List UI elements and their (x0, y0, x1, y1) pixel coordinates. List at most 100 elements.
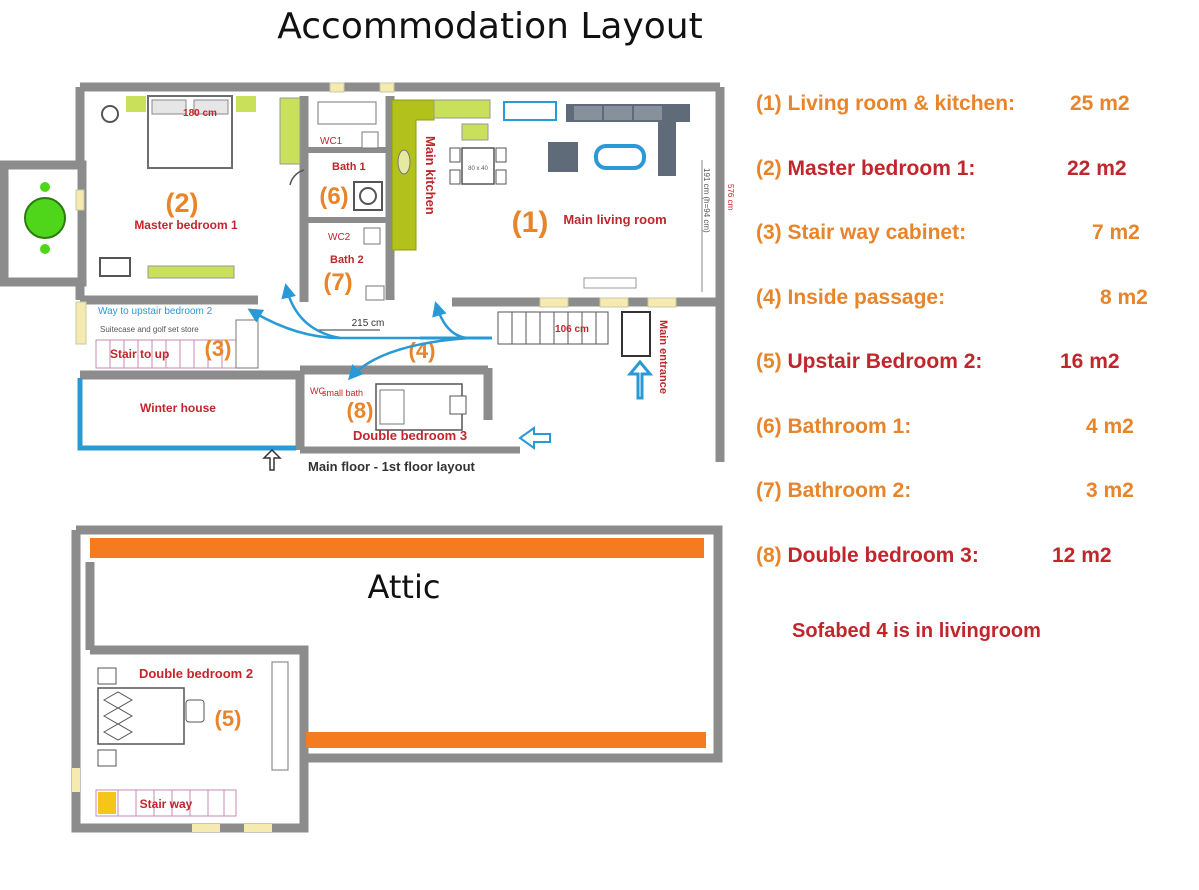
master-label: Master bedroom 1 (134, 218, 238, 232)
entry-arrow-icon (518, 426, 551, 450)
nightstand-icon (126, 96, 146, 112)
winter-house-label: Winter house (140, 401, 216, 415)
window (244, 824, 272, 832)
legend-row: (7) Bathroom 2: 3 m2 (756, 479, 1134, 503)
bathtub-icon (317, 101, 377, 125)
wardrobe-icon (279, 97, 301, 165)
page-title: Accommodation Layout (277, 6, 703, 47)
legend-area: 12 m2 (1052, 543, 1112, 567)
winter-house-outline (77, 378, 296, 451)
floor-plan: 180 cm (2) Master bedroom 1 WC1 Bath 1 (… (0, 82, 735, 833)
legend-number: (8) (756, 543, 782, 567)
dim-215-label: 215 cm (352, 318, 385, 329)
dim-191-label: 191 cm (h=94 cm) (702, 168, 711, 233)
stairway-label: Stair way (140, 797, 193, 811)
legend-row: (4) Inside passage: 8 m2 (756, 285, 1148, 310)
double2-label: Double bedroom 2 (139, 666, 253, 681)
legend-name: Bathroom 2: (787, 479, 912, 502)
pillow-icon (151, 99, 187, 115)
attic-beam (306, 732, 706, 748)
window (72, 768, 80, 792)
nightstand-icon (97, 749, 117, 767)
balcony-table-icon (24, 197, 66, 239)
main-entrance-label: Main entrance (657, 320, 669, 394)
sink-icon (363, 227, 381, 245)
double2-number: (5) (215, 706, 242, 731)
chair-icon (449, 395, 467, 415)
legend-name: Master bedroom 1: (787, 156, 976, 180)
attic-beam (90, 538, 704, 558)
bath2-label: Bath 2 (330, 254, 364, 266)
coffee-table-icon (594, 144, 646, 170)
nightstand-icon (97, 667, 117, 685)
legend-area: 4 m2 (1086, 414, 1134, 438)
cabinet-icon (235, 319, 259, 369)
dim-576-label: 576 cm (726, 184, 735, 211)
window (192, 824, 220, 832)
legend-number: (7) (756, 479, 782, 502)
legend-number: (4) (756, 285, 782, 309)
attic-label: Attic (368, 568, 441, 606)
dining-table-icon (461, 147, 495, 185)
dim-106-label: 106 cm (555, 324, 589, 335)
wc1-label: WC1 (320, 136, 343, 147)
stair-label: Stair to up (110, 347, 169, 361)
sideboard-icon (583, 277, 637, 289)
flow-arrows (247, 283, 480, 381)
dresser-icon (147, 265, 235, 279)
legend-area: 25 m2 (1070, 92, 1130, 115)
stool-icon (101, 105, 119, 123)
living-number: (1) (512, 206, 549, 239)
legend-number: (2) (756, 156, 782, 180)
legend-row: (3) Stair way cabinet: 7 m2 (756, 221, 1140, 245)
legend-name: Bathroom 1: (787, 414, 912, 438)
store-note: Suitecase and golf set store (100, 325, 199, 334)
kitchen-cabinet (461, 123, 489, 141)
bath2-number: (7) (323, 269, 352, 296)
sink-icon (361, 131, 379, 149)
legend-area: 3 m2 (1086, 479, 1134, 502)
sofabed-note: Sofabed 4 is in livingroom (792, 620, 1041, 642)
bath1-label: Bath 1 (332, 161, 366, 173)
stair-landing (98, 792, 116, 814)
table-dimension: 80 x 40 (468, 166, 488, 172)
bath1-number: (6) (319, 183, 348, 210)
chair-icon (40, 244, 50, 254)
wc-small-label: WC (310, 386, 325, 396)
attic-stair-steps (95, 789, 237, 817)
door-swing-icon (289, 169, 305, 186)
pillow-icon (193, 99, 229, 115)
legend-area: 8 m2 (1100, 285, 1148, 309)
washing-machine-icon (353, 181, 383, 211)
legend-name: Upstair Bedroom 2: (787, 350, 983, 373)
floor-caption: Main floor - 1st floor layout (308, 459, 476, 474)
sofa-icon (566, 104, 690, 176)
legend-number: (5) (756, 350, 782, 373)
bed-width-label: 180 cm (183, 108, 217, 119)
legend-row: (2) Master bedroom 1: 22 m2 (756, 156, 1127, 181)
legend-name: Inside passage: (787, 285, 946, 309)
entrance-cabinet-icon (621, 311, 651, 357)
legend-number: (6) (756, 414, 782, 438)
chair-icon (40, 182, 50, 192)
legend-area: 22 m2 (1067, 156, 1127, 180)
tv-cabinet-icon (503, 101, 557, 121)
up-arrow-icon (262, 448, 282, 471)
legend-row: (8) Double bedroom 3:12 m2 (756, 543, 1112, 568)
legend-row: (1) Living room & kitchen:25 m2 (756, 92, 1130, 116)
nightstand-icon (236, 96, 256, 112)
legend-number: (3) (756, 221, 782, 244)
legend-area: 7 m2 (1092, 221, 1140, 244)
stair-number: (3) (205, 336, 232, 361)
kitchen-cabinet (433, 99, 491, 119)
small-bath-label: small bath (322, 388, 363, 398)
entrance-arrow-icon (626, 359, 654, 400)
double3-label: Double bedroom 3 (353, 428, 467, 443)
desk-icon (99, 257, 131, 277)
wc2-label: WC2 (328, 232, 351, 243)
double3-number: (8) (347, 398, 374, 423)
legend-name: Stair way cabinet: (787, 221, 967, 244)
attic-walls (71, 525, 723, 833)
legend-number: (1) (756, 92, 782, 115)
legend-row: (5) Upstair Bedroom 2:16 m2 (756, 350, 1120, 374)
